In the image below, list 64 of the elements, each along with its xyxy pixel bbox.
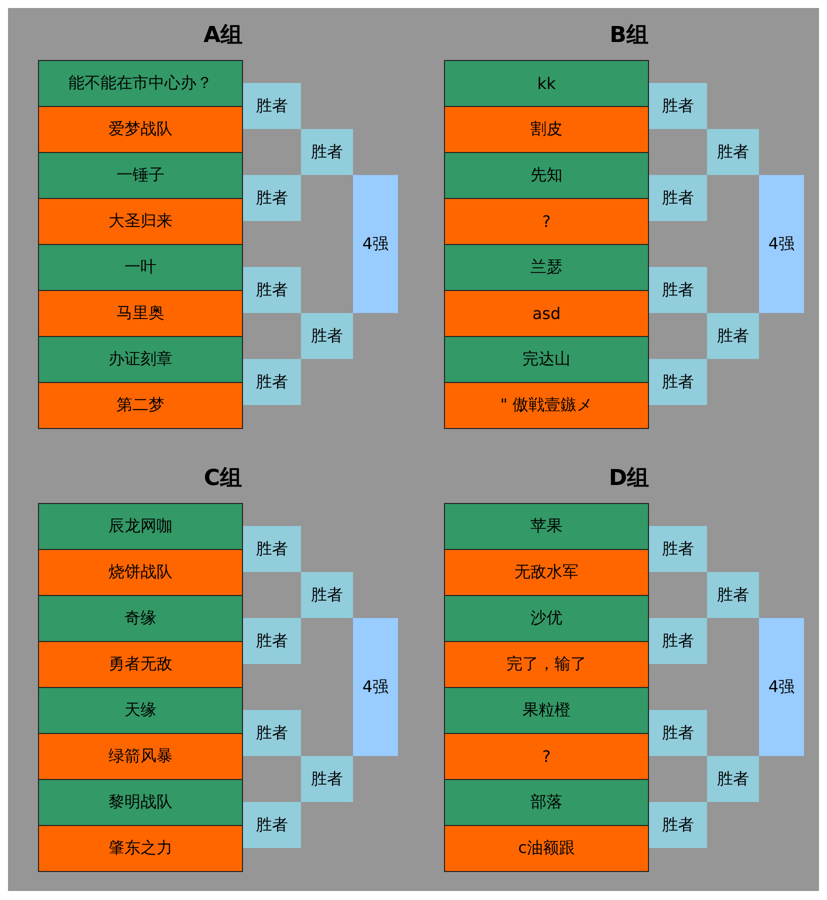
winner-box: 胜者	[243, 618, 301, 664]
winner-box: 胜者	[243, 267, 301, 313]
team-box: ?	[444, 733, 649, 780]
team-box: 能不能在市中心办？	[38, 60, 243, 107]
team-box: c油额跟	[444, 825, 649, 872]
winner-box: 胜者	[649, 710, 707, 756]
semifinal-box: 4强	[353, 175, 398, 313]
team-box: 办证刻章	[38, 336, 243, 383]
winner-box: 胜者	[649, 175, 707, 221]
winner-box: 胜者	[243, 802, 301, 848]
semifinal-box: 4强	[759, 618, 804, 756]
winner-box: 胜者	[301, 129, 353, 175]
winner-box: 胜者	[649, 618, 707, 664]
winner-box: 胜者	[243, 175, 301, 221]
winner-box: 胜者	[707, 572, 759, 618]
team-box: 一锤子	[38, 152, 243, 199]
team-box: 绿箭风暴	[38, 733, 243, 780]
team-box: 辰龙网咖	[38, 503, 243, 550]
team-box: 割皮	[444, 106, 649, 153]
team-box: 天缘	[38, 687, 243, 734]
team-box: 沙优	[444, 595, 649, 642]
semifinal-box: 4强	[759, 175, 804, 313]
team-box: asd	[444, 290, 649, 337]
winner-box: 胜者	[649, 359, 707, 405]
team-box: 一叶	[38, 244, 243, 291]
winner-box: 胜者	[243, 526, 301, 572]
group-heading: A组	[202, 22, 244, 50]
group-heading: C组	[202, 465, 244, 493]
winner-box: 胜者	[301, 572, 353, 618]
team-box: 无敌水军	[444, 549, 649, 596]
winner-box: 胜者	[649, 802, 707, 848]
team-box: 完达山	[444, 336, 649, 383]
team-box: 勇者无敌	[38, 641, 243, 688]
team-box: 肇东之力	[38, 825, 243, 872]
team-box: kk	[444, 60, 649, 107]
winner-box: 胜者	[243, 710, 301, 756]
group-heading: D组	[608, 465, 650, 493]
team-box: 第二梦	[38, 382, 243, 429]
team-box: 完了，输了	[444, 641, 649, 688]
winner-box: 胜者	[301, 313, 353, 359]
team-box: 部落	[444, 779, 649, 826]
winner-box: 胜者	[649, 83, 707, 129]
team-box: ?	[444, 198, 649, 245]
team-box: 奇缘	[38, 595, 243, 642]
team-box: 黎明战队	[38, 779, 243, 826]
team-box: 果粒橙	[444, 687, 649, 734]
team-box: 马里奥	[38, 290, 243, 337]
winner-box: 胜者	[707, 129, 759, 175]
winner-box: 胜者	[707, 313, 759, 359]
winner-box: 胜者	[243, 359, 301, 405]
winner-box: 胜者	[707, 756, 759, 802]
winner-box: 胜者	[301, 756, 353, 802]
winner-box: 胜者	[649, 526, 707, 572]
winner-box: 胜者	[649, 267, 707, 313]
team-box: 苹果	[444, 503, 649, 550]
group-heading: B组	[608, 22, 650, 50]
team-box: 大圣归来	[38, 198, 243, 245]
team-box: 先知	[444, 152, 649, 199]
team-box: 兰瑟	[444, 244, 649, 291]
semifinal-box: 4强	[353, 618, 398, 756]
team-box: " 傲戦壹鏃メ	[444, 382, 649, 429]
team-box: 爱梦战队	[38, 106, 243, 153]
winner-box: 胜者	[243, 83, 301, 129]
team-box: 烧饼战队	[38, 549, 243, 596]
